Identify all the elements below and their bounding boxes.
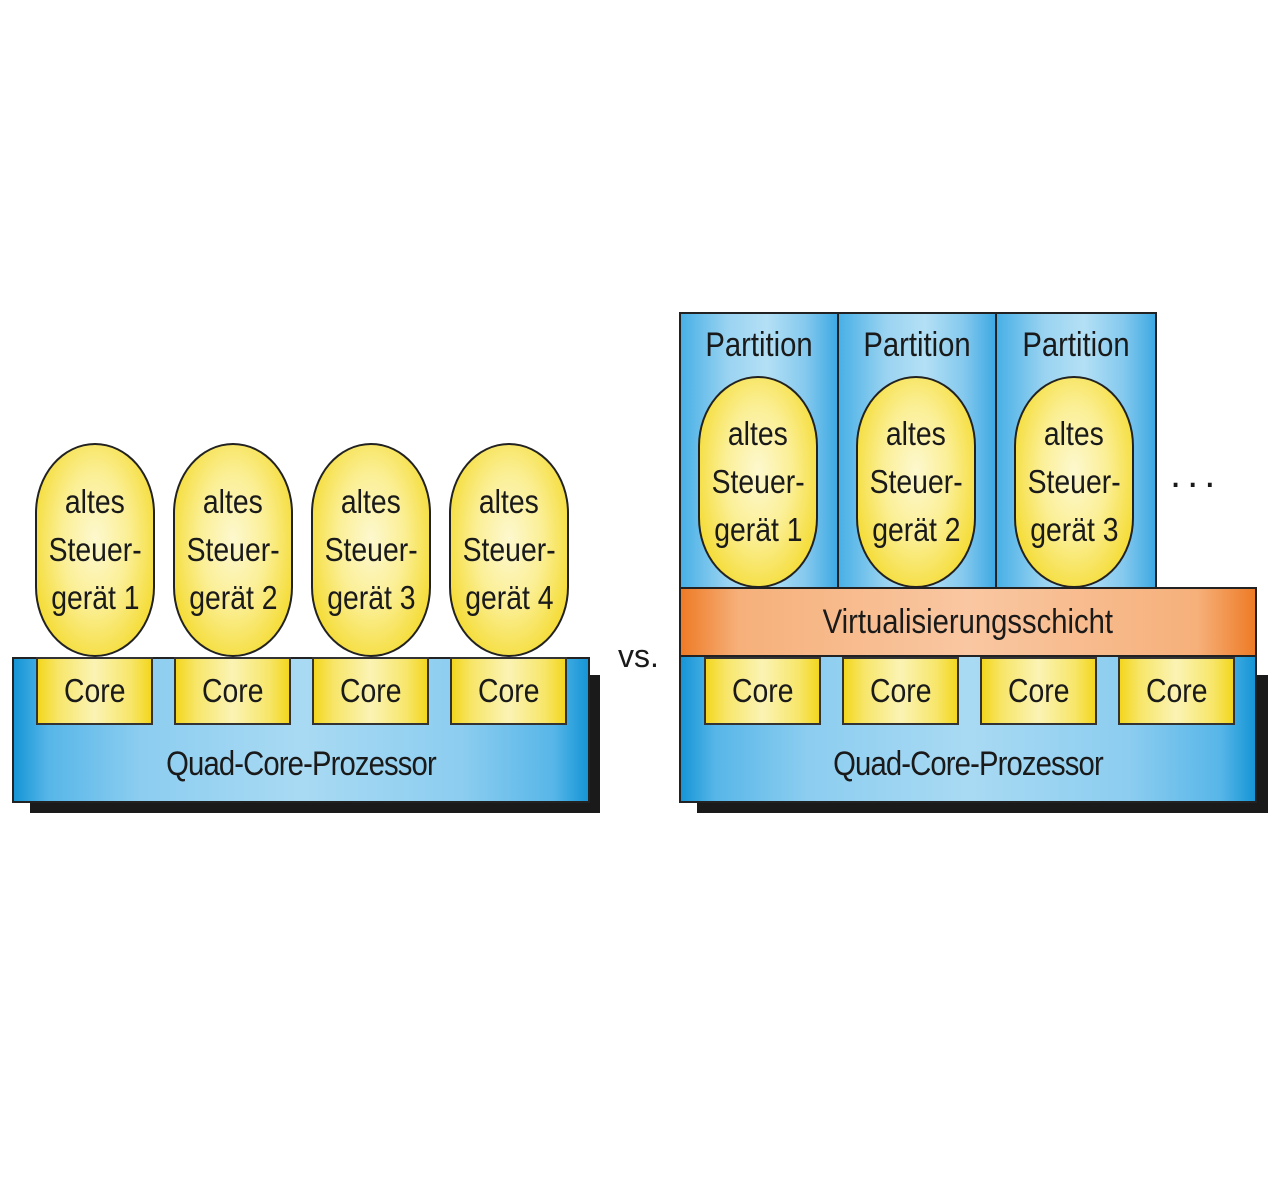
partition-ecu-2: altes Steuer- gerät 2 [856, 376, 976, 588]
right-core-4: Core [1118, 657, 1235, 725]
left-ecu-3: altes Steuer- gerät 3 [311, 443, 431, 657]
left-ecu-1: altes Steuer- gerät 1 [35, 443, 155, 657]
left-core-3: Core [312, 657, 429, 725]
partition-ecu-3: altes Steuer- gerät 3 [1014, 376, 1134, 588]
vs-label: vs. [618, 638, 659, 674]
partition-3-label: Partition [1022, 326, 1130, 364]
left-core-4: Core [450, 657, 567, 725]
left-core-1: Core [36, 657, 153, 725]
partition-1-label: Partition [705, 326, 813, 364]
right-core-2: Core [842, 657, 959, 725]
partition-ecu-1: altes Steuer- gerät 1 [698, 376, 818, 588]
right-core-1: Core [704, 657, 821, 725]
left-core-2: Core [174, 657, 291, 725]
more-partitions-ellipsis: ... [1170, 452, 1222, 496]
right-core-3: Core [980, 657, 1097, 725]
left-ecu-4: altes Steuer- gerät 4 [449, 443, 569, 657]
right-processor-label: Quad-Core-Prozessor [833, 745, 1104, 783]
left-ecu-2: altes Steuer- gerät 2 [173, 443, 293, 657]
virtualization-layer: Virtualisierungsschicht [679, 587, 1257, 657]
partition-2-label: Partition [863, 326, 971, 364]
left-processor-label: Quad-Core-Prozessor [166, 745, 437, 783]
